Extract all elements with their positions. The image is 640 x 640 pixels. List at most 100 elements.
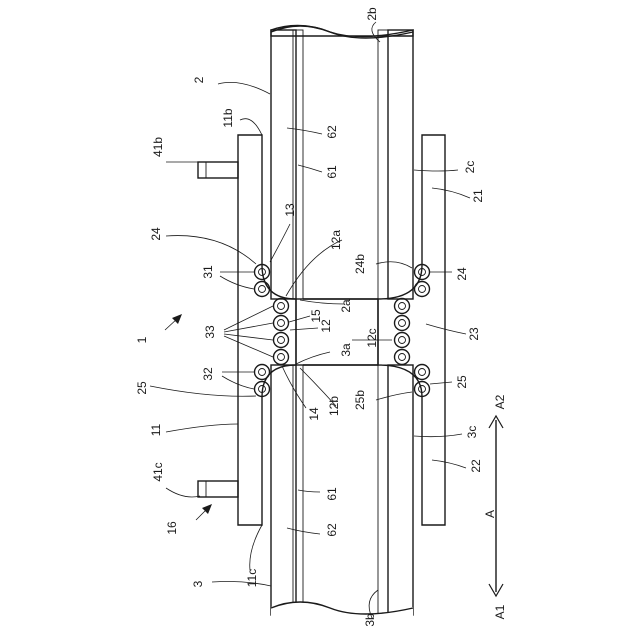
label-25b: 25b [353, 390, 367, 410]
label-14: 14 [307, 407, 321, 421]
label-41b: 41b [151, 137, 165, 157]
label-24-left: 24 [149, 227, 163, 241]
o-ring-32-a [255, 365, 270, 380]
port-upper-body [198, 162, 238, 178]
leader-61-lower [298, 490, 320, 492]
leader-11b [240, 119, 262, 135]
pipe-lower-right-wall [388, 365, 413, 615]
o-rings [255, 265, 430, 397]
label-13: 13 [283, 203, 297, 217]
label-25-left: 25 [135, 381, 149, 395]
label-2b: 2b [365, 7, 379, 21]
pipe-upper-right-liner [378, 30, 388, 299]
o-ring-12c-a [395, 299, 410, 314]
leader-12 [290, 328, 318, 330]
label-11: 11 [149, 423, 163, 436]
leader-25-left [150, 386, 256, 396]
o-ring-24-b [415, 282, 430, 297]
pipe-lower-left-wall [271, 365, 296, 615]
label-41c: 41c [151, 462, 165, 481]
leader-24b [376, 262, 412, 268]
label-22: 22 [469, 459, 483, 473]
reference-labels: 2 2b 11b 41b 62 61 2c 21 13 24 12a 24b 2… [135, 7, 507, 627]
direction-arrow [489, 416, 503, 596]
leader-62-lower [287, 528, 320, 534]
label-2a: 2a [339, 299, 353, 313]
label-31: 31 [201, 265, 215, 279]
leader-23 [426, 324, 466, 334]
port-lower [198, 481, 238, 497]
label-3: 3 [191, 580, 205, 587]
leader-33-a [224, 306, 273, 330]
leader-2c [414, 170, 458, 171]
label-62-upper: 62 [325, 125, 339, 139]
label-23: 23 [467, 327, 481, 341]
leader-41c [166, 488, 200, 497]
label-11b: 11b [221, 108, 235, 127]
sleeve-left-half [238, 135, 296, 525]
o-ring-25-a [415, 365, 430, 380]
pipe-lower-right-liner [378, 365, 388, 615]
label-24b: 24b [353, 254, 367, 274]
label-3a: 3a [339, 343, 353, 357]
label-A: A [483, 510, 497, 518]
port-upper [198, 162, 238, 178]
o-ring-33-a [274, 299, 289, 314]
label-24-right: 24 [455, 267, 469, 281]
label-11c: 11c [245, 569, 259, 587]
label-2c: 2c [463, 161, 477, 174]
leader-3c [414, 434, 462, 437]
label-61-upper: 61 [325, 165, 339, 179]
o-ring-12c-b [395, 316, 410, 331]
pipe-upper-right-wall [388, 30, 413, 299]
port-lower-body [198, 481, 238, 497]
pipe-upper [271, 25, 413, 299]
leader-61-upper [298, 165, 322, 172]
label-21: 21 [471, 189, 485, 203]
label-A1: A1 [493, 604, 507, 619]
pipe-upper-left-wall [271, 30, 296, 299]
leader-2b [372, 22, 380, 42]
leader-24-left [166, 236, 256, 264]
sleeve-body [238, 135, 445, 525]
label-62-lower: 62 [325, 523, 339, 537]
label-12a: 12a [329, 230, 343, 250]
leader-15 [289, 316, 310, 322]
leader-14 [282, 366, 306, 408]
label-3c: 3c [465, 426, 479, 439]
pipe-lower [271, 365, 413, 625]
label-12c: 12c [365, 328, 379, 347]
label-1: 1 [135, 336, 149, 343]
o-ring-31-b [255, 282, 270, 297]
leader-22 [432, 460, 466, 468]
leader-25b [376, 392, 412, 400]
leader-11c [250, 525, 262, 570]
o-ring-33-b [274, 316, 289, 331]
o-ring-12c-d [395, 350, 410, 365]
leader-11 [166, 424, 238, 432]
pipe-upper-left-liner [293, 30, 303, 299]
leader-31-b [220, 276, 254, 289]
label-2: 2 [192, 76, 206, 83]
leader-21 [432, 188, 470, 198]
label-12b: 12b [327, 396, 341, 416]
leader-3a [296, 352, 330, 364]
label-61-lower: 61 [325, 487, 339, 501]
leader-62-upper [287, 128, 322, 134]
leader-33-b [224, 323, 273, 332]
o-ring-33-c [274, 333, 289, 348]
label-25-right: 25 [455, 375, 469, 389]
label-3b: 3b [363, 613, 377, 627]
label-33: 33 [203, 325, 217, 339]
label-32: 32 [201, 367, 215, 381]
label-A2: A2 [493, 394, 507, 409]
label-12: 12 [319, 319, 333, 333]
label-16: 16 [165, 521, 179, 535]
o-ring-12c-c [395, 333, 410, 348]
leader-13 [270, 224, 290, 262]
leader-25-right [430, 382, 452, 384]
leader-2 [218, 82, 270, 94]
leader-3 [212, 582, 271, 587]
pipe-lower-break-fill [271, 602, 413, 625]
